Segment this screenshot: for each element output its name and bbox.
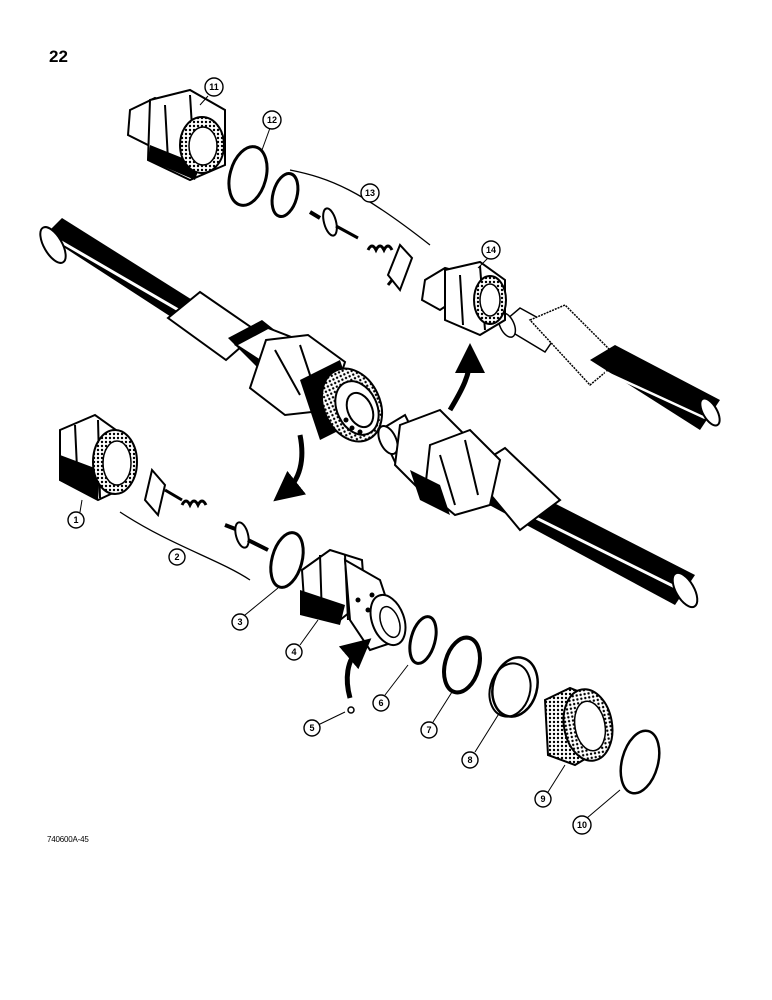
leader-2 [119,511,251,581]
svg-text:4: 4 [291,647,296,657]
nipple-body-assembled [377,408,502,517]
knurled-sleeve-part-9 [543,686,614,767]
o-ring-part-12 [227,145,269,207]
callout-7: 7 [420,721,438,739]
callout-14: 14 [481,240,501,260]
svg-text:2: 2 [174,552,179,562]
ball-part-5 [347,706,355,714]
leader-lines [79,95,621,819]
callout-4: 4 [285,643,303,661]
spring-part-8 [488,656,539,718]
svg-text:14: 14 [486,245,496,255]
callout-13: 13 [360,183,380,203]
arrow-disassemble [273,434,307,502]
hex-adapter-part-11 [126,88,226,182]
svg-text:6: 6 [378,698,383,708]
svg-text:10: 10 [577,820,587,830]
valve-kit-part-13 [270,172,414,292]
callout-1: 1 [67,511,85,529]
callout-8: 8 [461,751,479,769]
svg-text:8: 8 [467,755,472,765]
callout-6: 6 [372,694,390,712]
valve-kit-part-2 [143,467,269,552]
page-number: 22 [49,47,68,66]
hex-adapter-part-1 [59,413,138,502]
coupler-body-part-4 [300,548,407,652]
svg-text:13: 13 [365,188,375,198]
callout-11: 11 [204,77,224,97]
callout-2: 2 [168,548,186,566]
svg-text:11: 11 [209,82,219,92]
o-ring-part-3 [269,531,305,589]
svg-text:5: 5 [309,723,314,733]
callout-5: 5 [303,719,321,737]
svg-text:7: 7 [426,725,431,735]
callout-12: 12 [262,110,282,130]
svg-text:1: 1 [73,515,78,525]
arrow-ball-insert [338,638,372,699]
figure-id: 740600A-45 [47,835,89,844]
o-ring-part-6 [408,615,438,665]
callout-9: 9 [534,790,552,808]
svg-text:3: 3 [237,617,242,627]
callout-10: 10 [572,815,592,835]
retaining-ring-part-10 [619,729,661,795]
callout-3: 3 [231,613,249,631]
lower-hose [468,446,699,609]
hex-fitting-part-14 [420,260,507,337]
upper-hose [39,218,260,362]
leader-13 [289,169,431,246]
coupler-body-assembled [228,320,384,443]
svg-text:12: 12 [267,115,277,125]
small-hose-assembly [497,304,721,430]
backup-ring-part-7 [442,635,482,695]
svg-text:9: 9 [540,794,545,804]
arrow-to-fitting [447,343,485,412]
